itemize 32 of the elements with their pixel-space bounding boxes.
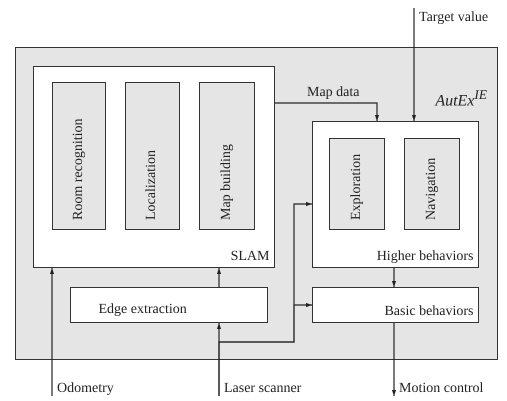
node-label: Map building [220, 144, 234, 220]
arrow [275, 102, 380, 121]
arrow [412, 8, 416, 121]
node-label: Target value [419, 11, 488, 25]
module-box [32, 66, 274, 268]
component-box [329, 138, 385, 230]
node-label: Odometry [57, 382, 114, 396]
module-box [312, 120, 478, 268]
component-box [52, 82, 106, 230]
node-label: Motion control [399, 382, 484, 396]
node-label: Edge extraction [98, 302, 187, 316]
node-label: Room recognition [72, 118, 86, 220]
arrow [50, 268, 54, 396]
node-label: Exploration [350, 154, 364, 220]
node-label: Higher behaviors [376, 250, 474, 264]
arrow [216, 268, 222, 287]
component-box [125, 82, 180, 230]
node-label: Basic behaviors [384, 304, 474, 318]
node-label: SLAM [230, 250, 270, 264]
module-box [312, 286, 478, 322]
system-boundary-box [15, 47, 498, 360]
edge-label: Map data [307, 86, 360, 100]
arrow [392, 323, 396, 396]
component-box [404, 138, 460, 230]
arrow [392, 268, 396, 287]
node-label: Localization [145, 150, 159, 220]
node-label: AutEx$^{IE}$ [435, 88, 487, 110]
arrow [218, 302, 312, 396]
module-box [70, 286, 268, 322]
node-label: Laser scanner [224, 382, 302, 396]
node-label: Navigation [424, 158, 438, 220]
component-box [199, 82, 255, 230]
